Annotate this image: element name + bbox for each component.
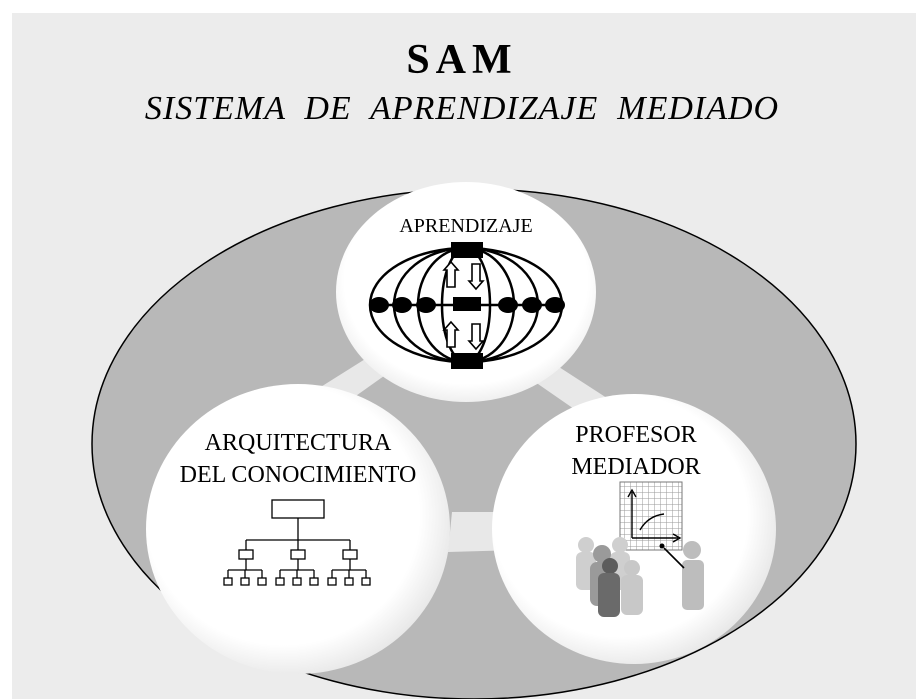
globe-nodes-icon [369, 242, 565, 369]
bidirectional-arrow-icon [442, 260, 485, 351]
hierarchy-tree-icon [223, 499, 371, 586]
diagram-subtitle: SISTEMA DE APRENDIZAJE MEDIADO [144, 90, 780, 127]
label-aprendizaje: APRENDIZAJE [399, 215, 532, 237]
label-profesor-line2: MEDIADOR [571, 454, 700, 480]
label-arquitectura-line2: DEL CONOCIMIENTO [180, 462, 417, 488]
teacher-chart-icon [619, 481, 683, 551]
label-profesor-line1: PROFESOR [575, 422, 696, 448]
audience-people-icon [576, 537, 704, 617]
diagram-title: SAM [406, 37, 518, 83]
label-arquitectura-line1: ARQUITECTURA [205, 430, 392, 456]
